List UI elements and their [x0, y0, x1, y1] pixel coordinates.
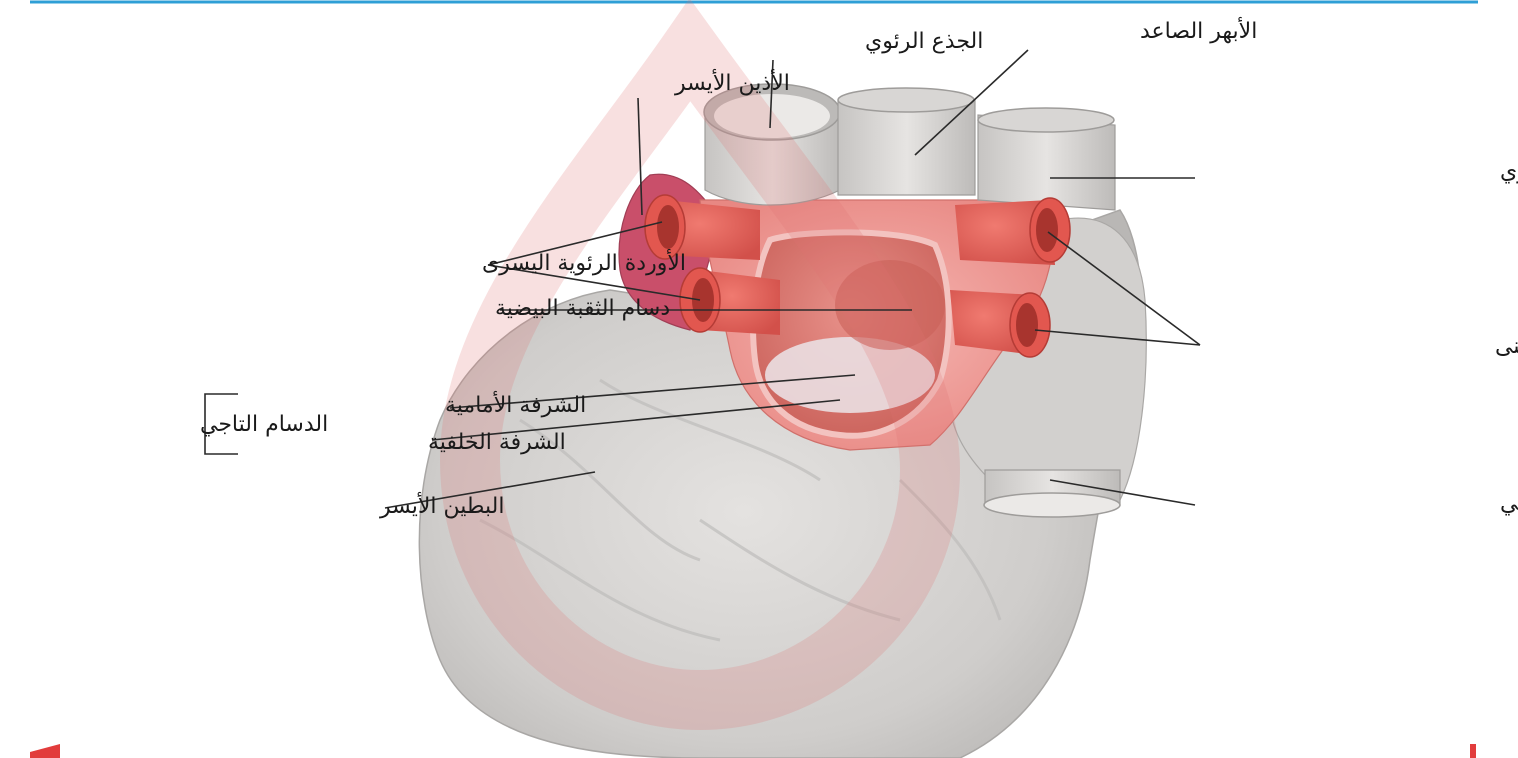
- label-pulmonary-trunk: الجذع الرئوي: [865, 29, 983, 54]
- label-posterior-cusp: الشرفة الخلفية: [428, 430, 566, 455]
- label-ascending-aorta: الأبهر الصاعد: [1140, 17, 1257, 44]
- ascending-aorta-opening: [838, 88, 974, 112]
- label-mitral-valve: الدسام التاجي: [200, 412, 328, 437]
- label-left-ventricle: البطين الأيسر: [379, 492, 504, 519]
- label-left-pulmonary-veins: الأوردة الرئوية اليسرى: [482, 249, 686, 276]
- superior-vena-cava-opening: [978, 108, 1114, 132]
- ascending-aorta-shape: [838, 100, 975, 195]
- label-left-auricle: الأذين الأيسر: [674, 69, 790, 96]
- label-right-pulmonary-veins: الأوردة الرئويـة اليمنى: [1495, 332, 1518, 359]
- bottom-right-mark-fragment: [1470, 744, 1476, 758]
- label-inferior-vena-cava: الوريد الأجوف السـفلي: [1500, 489, 1518, 516]
- label-anterior-cusp: الشرفة الأمامية: [445, 391, 586, 418]
- inferior-vena-cava-opening: [984, 493, 1120, 517]
- bottom-left-arrow-fragment: [30, 744, 60, 758]
- label-fossa-ovalis-septum: دسام الثقبة البيضية: [495, 296, 670, 321]
- label-superior-vena-cava: الوريد الأجوف العلوي: [1500, 157, 1518, 184]
